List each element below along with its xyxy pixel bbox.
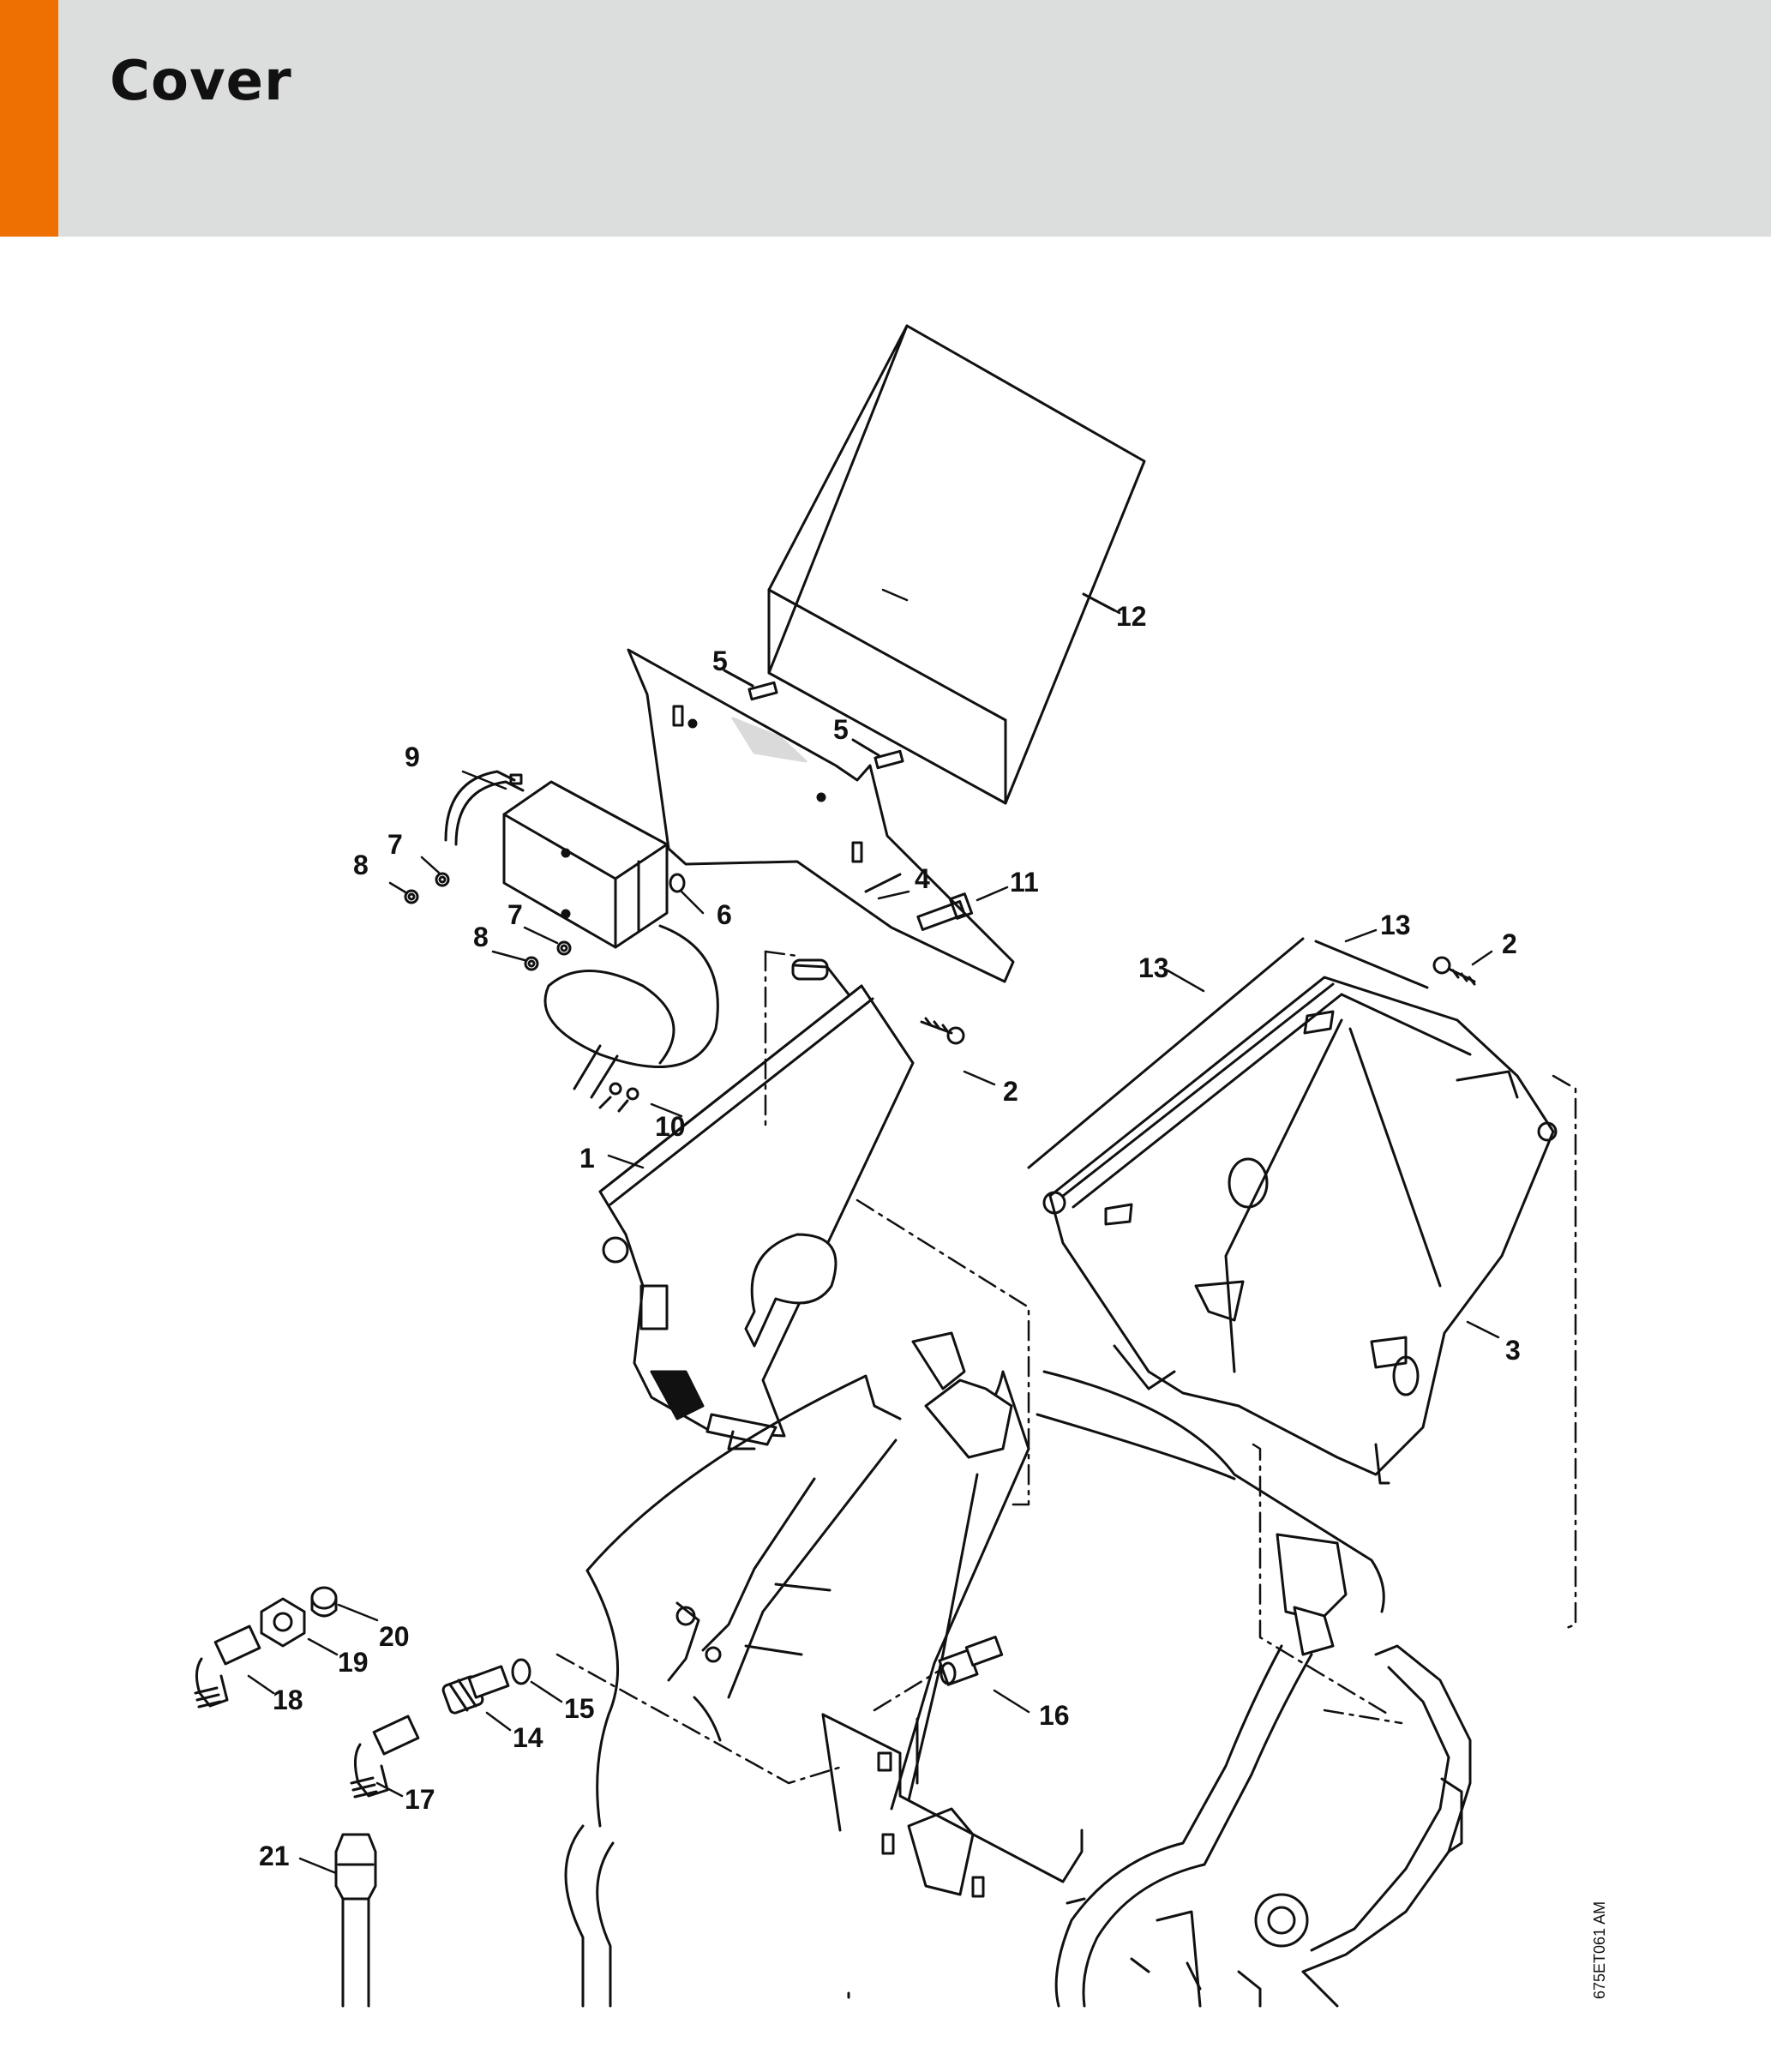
assembly-guide-lines (555, 950, 1577, 1785)
part-16-threaded-adapter (938, 1636, 1004, 1686)
part-2-screw-left (920, 1017, 965, 1045)
part-3-right-cover-shell (1042, 976, 1558, 1485)
callout-14: 14 (513, 1722, 543, 1753)
callout-18: 18 (273, 1685, 303, 1715)
part-19-hex-nut (260, 1597, 306, 1648)
callout-5-b: 5 (833, 714, 849, 745)
callout-13-right: 13 (1380, 910, 1411, 940)
exploded-parts-diagram: 12 5 5 9 7 8 6 7 8 4 11 13 13 2 2 10 1 3… (0, 237, 1771, 2068)
frame-assembly (564, 1331, 1472, 2008)
callout-5-a: 5 (712, 646, 728, 676)
callout-12: 12 (1116, 601, 1147, 632)
part-13-seal-strip-right (1314, 940, 1429, 989)
callout-2-left: 2 (1003, 1076, 1018, 1107)
part-8-nut-a (404, 889, 419, 904)
part-14-connector (441, 1665, 510, 1715)
part-1-left-cover-shell (598, 958, 915, 1450)
callout-10: 10 (655, 1111, 686, 1142)
part-9-wires (444, 770, 525, 846)
callout-9: 9 (405, 742, 420, 772)
part-11-bolt (916, 892, 974, 931)
header-accent-bar (0, 0, 58, 237)
callout-16: 16 (1039, 1700, 1070, 1731)
part-12-cover-panel (767, 324, 1146, 805)
callout-3: 3 (1505, 1335, 1521, 1366)
callout-7-a: 7 (387, 829, 403, 860)
drawing-reference-code: 675ET061 AM (1591, 1901, 1608, 1999)
page-title: Cover (110, 50, 292, 113)
callout-17: 17 (405, 1784, 435, 1815)
callout-20: 20 (379, 1621, 410, 1652)
part-4-bracket-plate (627, 648, 1015, 983)
callout-21: 21 (259, 1841, 290, 1871)
part-2-screw-right (1432, 956, 1476, 986)
callout-2-right: 2 (1502, 928, 1517, 959)
part-21-hose (334, 1833, 377, 2008)
callout-19: 19 (338, 1647, 369, 1678)
part-10-cable-terminals (598, 1082, 639, 1113)
part-20-plug (310, 1586, 338, 1618)
callout-labels: 12 5 5 9 7 8 6 7 8 4 11 13 13 2 2 10 1 3… (259, 601, 1608, 1999)
callout-8-a: 8 (353, 850, 369, 880)
part-5-screw-b (851, 738, 904, 770)
callout-13-left: 13 (1138, 952, 1169, 983)
callout-6: 6 (717, 899, 732, 930)
part-7-washer-a (435, 872, 450, 887)
part-6-electrical-box (502, 780, 719, 1099)
callout-15: 15 (564, 1693, 595, 1724)
part-13-seal-strip-left (1027, 937, 1305, 1169)
part-7-washer-b (556, 940, 572, 956)
part-15-o-ring (511, 1658, 531, 1685)
part-18-elbow-fitting (194, 1625, 261, 1709)
part-8-nut-b (524, 956, 539, 971)
header-band: Cover (0, 0, 1771, 237)
callout-7-b: 7 (507, 899, 523, 930)
callout-1: 1 (579, 1143, 595, 1174)
callout-11: 11 (1010, 867, 1039, 898)
callout-8-b: 8 (473, 922, 489, 952)
part-5-screw-a (723, 669, 778, 701)
callout-4: 4 (915, 863, 930, 894)
parts-drawing: 12 5 5 9 7 8 6 7 8 4 11 13 13 2 2 10 1 3… (194, 324, 1608, 2008)
callout-leader-lines (247, 588, 1500, 1875)
